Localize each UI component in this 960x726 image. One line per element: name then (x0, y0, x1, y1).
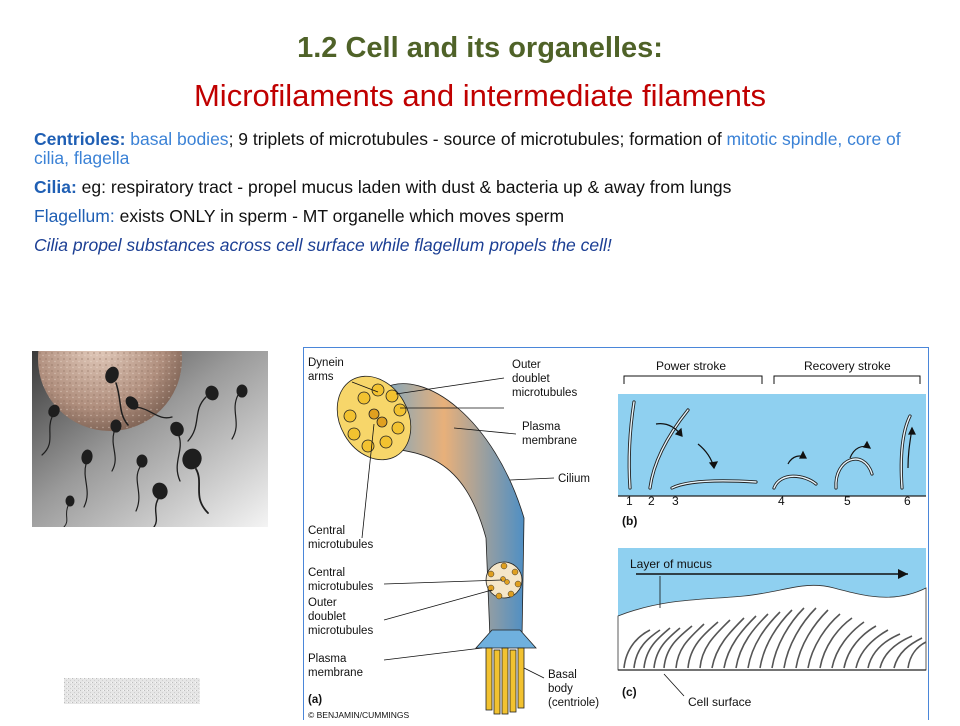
centrioles-description: ; 9 triplets of microtubules - source of… (228, 129, 727, 149)
panel-c (617, 548, 927, 697)
label-plasma-membrane-top-2: membrane (522, 435, 577, 447)
label-central-lower-2: microtubules (308, 581, 373, 593)
label-central-lower: Central (308, 567, 345, 579)
bullet-cilia: Cilia: eg: respiratory tract - propel mu… (34, 178, 904, 197)
sperm-cells (41, 366, 248, 527)
position-3: 3 (672, 494, 679, 508)
label-plasma-membrane-bottom-2: membrane (308, 667, 363, 679)
stroke-arrows (655, 423, 916, 470)
panel-a (336, 375, 555, 715)
slide-title: 1.2 Cell and its organelles: (297, 32, 663, 64)
position-4: 4 (778, 494, 785, 508)
panel-b (618, 375, 926, 497)
panel-b-background (618, 394, 926, 496)
label-central-upper: Central (308, 525, 345, 537)
term-cilia: Cilia: (34, 177, 77, 197)
label-basal-body: Basal (548, 669, 577, 681)
position-2: 2 (648, 494, 655, 508)
panel-a-labels: Dynein arms Outer doublet microtubules Plas… (308, 357, 599, 720)
label-cilium: Cilium (558, 473, 590, 485)
term-flagellum: Flagellum (34, 206, 110, 226)
slide-subtitle: Microfilaments and intermediate filament… (193, 78, 767, 113)
label-outer-doublet-top: Outer (512, 359, 541, 371)
panel-b-labels: Power stroke Recovery stroke 1 2 3 4 5 6… (622, 359, 911, 528)
bullet-flagellum: Flagellum: exists ONLY in sperm - MT org… (34, 207, 904, 226)
bullet-centrioles: Centrioles: basal bodies; 9 triplets of … (34, 130, 904, 168)
panel-a-label: (a) (308, 694, 322, 706)
panel-b-label: (b) (622, 514, 637, 528)
label-recovery-stroke: Recovery stroke (804, 359, 891, 373)
label-dynein-arms: Dynein (308, 357, 344, 369)
label-outer-doublet-top-2: doublet (512, 373, 551, 385)
label-outer-doublet-top-3: microtubules (512, 387, 577, 399)
sperm-egg-image (32, 351, 268, 527)
label-outer-doublet-bottom-3: microtubules (308, 625, 373, 637)
label-outer-doublet-bottom-2: doublet (308, 611, 347, 623)
flagellum-description: exists ONLY in sperm - MT organelle whic… (119, 206, 565, 226)
position-5: 5 (844, 494, 851, 508)
centrioles-basal-bodies: basal bodies (130, 129, 229, 149)
bullet-list: Centrioles: basal bodies; 9 triplets of … (34, 130, 904, 265)
mucus-arrow (898, 569, 908, 579)
panel-c-label: (c) (622, 685, 637, 699)
label-power-stroke: Power stroke (656, 359, 726, 373)
label-plasma-membrane-bottom: Plasma (308, 653, 347, 665)
label-cell-surface: Cell surface (688, 695, 752, 709)
term-centrioles: Centrioles: (34, 129, 126, 149)
basal-body (485, 647, 525, 715)
cilium-diagram: Dynein arms Outer doublet microtubules Plas… (303, 347, 929, 720)
position-1: 1 (626, 494, 633, 508)
label-outer-doublet-bottom: Outer (308, 597, 337, 609)
label-plasma-membrane-top: Plasma (522, 421, 561, 433)
flagellum-colon: : (109, 206, 115, 226)
mucus-wave (617, 584, 927, 671)
label-layer-of-mucus: Layer of mucus (630, 557, 712, 571)
label-dynein-arms-2: arms (308, 371, 334, 383)
centrioles-functions: mitotic spindle, core of cilia, flagella (34, 129, 901, 168)
label-basal-body-3: (centriole) (548, 697, 599, 709)
label-central-upper-2: microtubules (308, 539, 373, 551)
closing-statement: Cilia propel substances across cell surf… (34, 235, 612, 255)
cilium-diagram-svg: Dynein arms Outer doublet microtubules Plas… (308, 357, 927, 720)
faded-texture-image (64, 678, 200, 704)
plasma-membrane-base (475, 629, 537, 649)
panel-c-labels: Layer of mucus (c) Cell surface (622, 557, 752, 709)
position-6: 6 (904, 494, 911, 508)
cilia-row (623, 607, 927, 669)
cilia-description: eg: respiratory tract - propel mucus lad… (81, 177, 732, 197)
copyright-credit: © BENJAMIN/CUMMINGS (308, 710, 410, 720)
label-basal-body-2: body (548, 683, 573, 695)
leader-lines (351, 377, 555, 679)
